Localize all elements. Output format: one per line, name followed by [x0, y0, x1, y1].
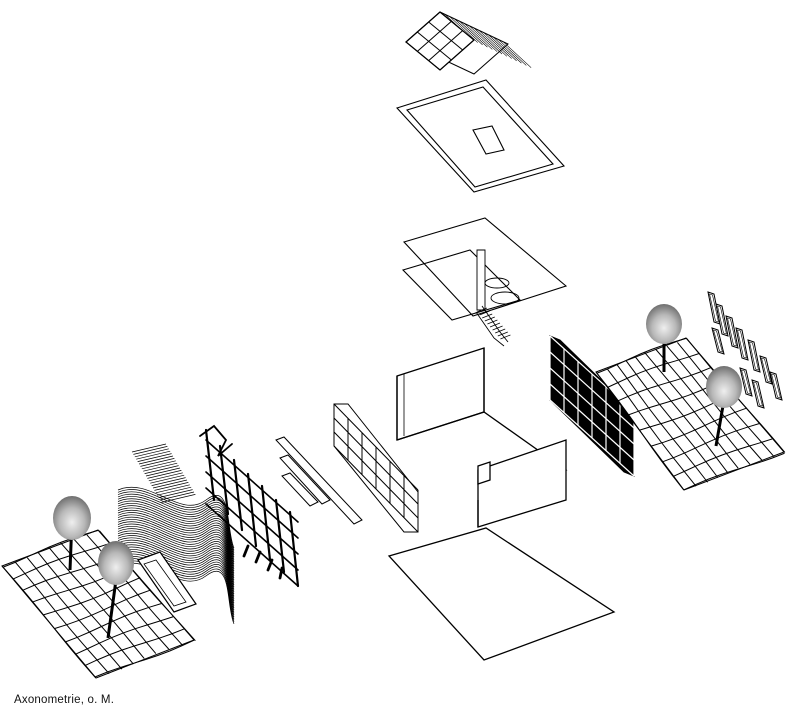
ground-slab [389, 528, 614, 660]
tree-left-back [53, 496, 91, 570]
tree-left-front [98, 541, 134, 638]
right-landscape-grid [596, 338, 785, 490]
left-landscape-grid [2, 530, 196, 678]
roof-structure [406, 12, 531, 74]
glass-facade [334, 404, 418, 532]
floating-panels [708, 292, 782, 408]
main-volume [397, 348, 566, 527]
slab-strips [276, 437, 362, 524]
drawing-caption: Axonometrie, o. M. [14, 694, 115, 706]
tree-right-back [646, 304, 682, 372]
wave-wall [118, 444, 234, 624]
stair-element [476, 250, 520, 346]
tree-right-front [706, 366, 742, 446]
roof-slab [397, 80, 564, 192]
